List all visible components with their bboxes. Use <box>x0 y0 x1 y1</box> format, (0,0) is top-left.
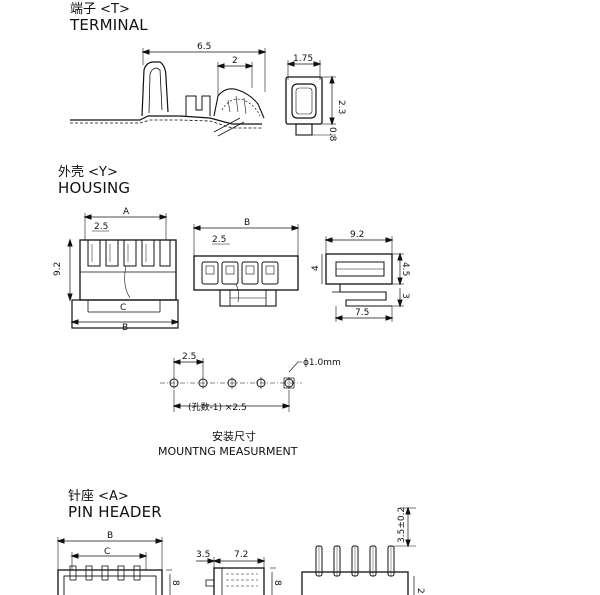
terminal-width-label: 1.75 <box>293 54 313 64</box>
pin-header-top-view: 3.5±0.2 2 <box>301 506 425 595</box>
mounting-caption-en: MOUNTNG MEASURMENT <box>158 445 298 458</box>
terminal-tab-label: 0.8 <box>327 127 337 142</box>
pin-header-d3-label: 2 <box>415 588 425 594</box>
mounting-pitch-label: 2.5 <box>182 352 196 362</box>
terminal-title-cn: 端子 <T> <box>70 2 130 17</box>
housing-front-view: A 2.5 9.2 C B <box>53 207 180 333</box>
pin-header-c-label: C <box>104 547 110 557</box>
housing-side-h1-label: 4 <box>311 265 321 271</box>
mounting-formula-label: (孔数-1) ×2.5 <box>188 401 247 413</box>
terminal-length-label: 6.5 <box>197 42 211 52</box>
housing-heading: 外壳 <Y> HOUSING <box>58 165 130 197</box>
terminal-crimp-label: 2 <box>232 56 238 66</box>
pin-header-d1-label: 3.5 <box>196 550 210 560</box>
pin-header-h8b-label: 8 <box>272 580 282 586</box>
pin-header-heading: 针座 <A> PIN HEADER <box>68 489 162 521</box>
housing-title-cn: 外壳 <Y> <box>58 165 118 180</box>
terminal-side-view: 6.5 2 <box>70 42 267 137</box>
pin-header-b-label: B <box>107 531 113 541</box>
terminal-title-en: TERMINAL <box>70 16 148 34</box>
pin-header-tol-label: 3.5±0.2 <box>397 507 407 543</box>
housing-side-view: 9.2 4 4.5 3 7.5 <box>311 230 410 322</box>
pin-header-h8a-label: 8 <box>170 580 180 586</box>
mounting-hole-label: ϕ1.0mm <box>303 358 341 368</box>
mounting-caption-cn: 安装尺寸 <box>212 429 256 443</box>
housing-height-label: 9.2 <box>53 262 63 276</box>
housing-end-pitch-label: 2.5 <box>212 235 226 245</box>
housing-side-width-label: 9.2 <box>350 230 364 240</box>
pin-header-title-en: PIN HEADER <box>68 503 162 521</box>
housing-end-view: B 2.5 <box>192 218 300 307</box>
mounting-diagram: 2.5 ϕ1.0mm (孔数-1) ×2.5 安装尺寸 MOUNTNG MEAS… <box>158 352 341 458</box>
terminal-front-view: 1.75 2.3 0.8 <box>285 54 346 142</box>
terminal-height-label: 2.3 <box>336 100 346 114</box>
housing-side-h3-label: 3 <box>400 293 410 299</box>
housing-end-b-label: B <box>244 218 250 228</box>
housing-side-depth-label: 7.5 <box>355 308 369 318</box>
housing-c-label: C <box>120 303 126 313</box>
pin-header-title-cn: 针座 <A> <box>68 489 129 504</box>
housing-pitch-label: 2.5 <box>94 222 108 232</box>
terminal-heading: 端子 <T> TERMINAL <box>70 2 148 34</box>
pin-header-d2-label: 7.2 <box>234 550 248 560</box>
pin-header-front-view: B C 8 <box>56 531 180 595</box>
pin-header-side-view: 3.5 7.2 8 <box>196 550 282 595</box>
housing-title-en: HOUSING <box>58 179 131 197</box>
housing-b-label: B <box>122 323 128 333</box>
housing-side-h2-label: 4.5 <box>400 262 410 276</box>
housing-a-label: A <box>123 207 130 217</box>
